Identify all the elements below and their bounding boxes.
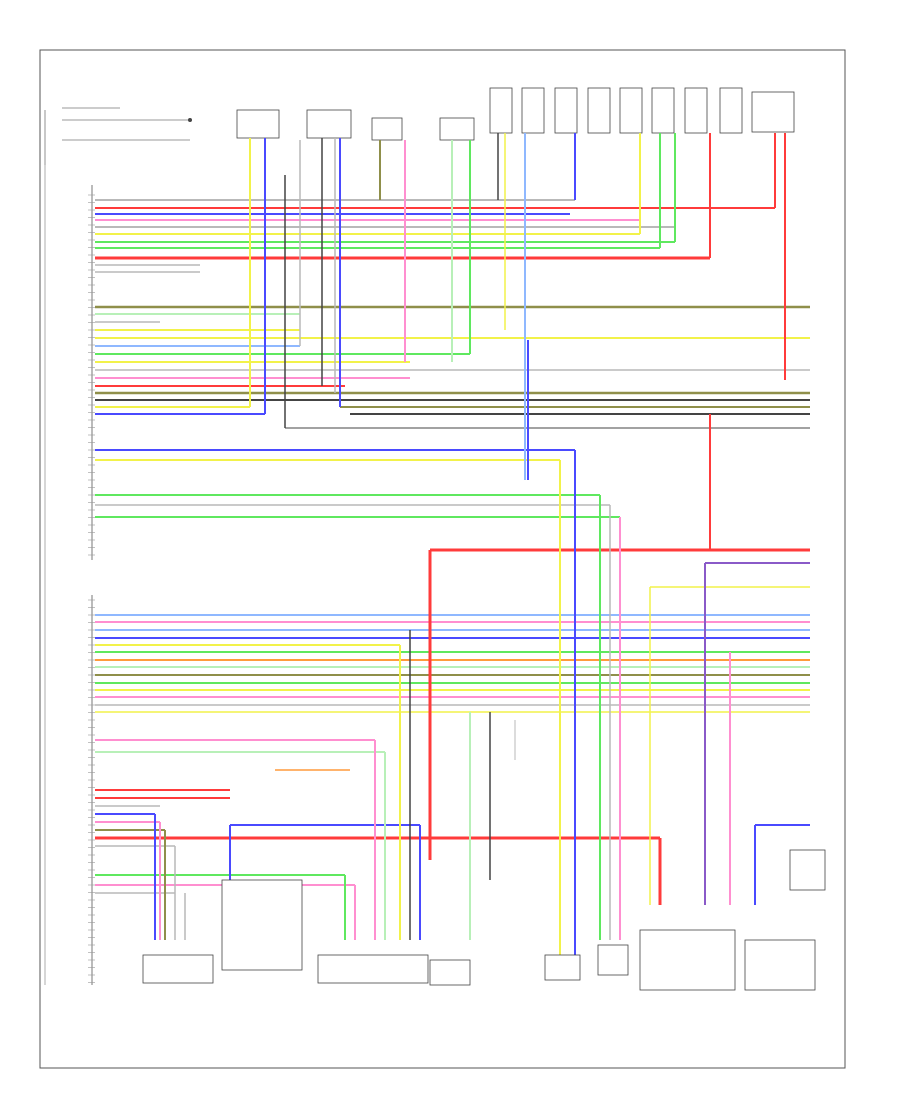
bottom-center-module <box>221 879 303 971</box>
sensor-block-2 <box>306 109 352 139</box>
injector-5 <box>619 87 643 134</box>
wires-bottom-group <box>95 739 810 894</box>
injector-6 <box>651 87 675 134</box>
injector-4 <box>587 87 611 134</box>
ecm-pins <box>88 194 95 983</box>
injector-8 <box>719 87 743 134</box>
bottom-sensor-2 <box>544 954 581 981</box>
bottom-right-module <box>744 939 816 991</box>
diagram-frame <box>39 49 846 1069</box>
bottom-right-relay <box>789 849 826 891</box>
injector-2 <box>521 87 545 134</box>
canister-valve <box>639 929 736 991</box>
throttle-control <box>317 954 429 984</box>
wires-mid-group <box>95 305 810 429</box>
wires-lowmid-group <box>95 449 620 518</box>
wires-low-group <box>95 548 810 713</box>
bottom-left-sensor <box>142 954 214 984</box>
injector-3 <box>554 87 578 134</box>
bottom-sensor-1 <box>429 959 471 986</box>
sensor-block-3 <box>371 117 403 141</box>
injector-1 <box>489 87 513 134</box>
engine-speed-sensor-top <box>44 107 192 165</box>
sensor-block-1 <box>236 109 280 139</box>
injectors <box>489 87 743 134</box>
injector-7 <box>684 87 708 134</box>
wires-top-group <box>95 199 775 273</box>
top-right-module <box>751 91 795 133</box>
sensor-block-4 <box>439 117 475 141</box>
bottom-sensor-3 <box>597 944 629 976</box>
